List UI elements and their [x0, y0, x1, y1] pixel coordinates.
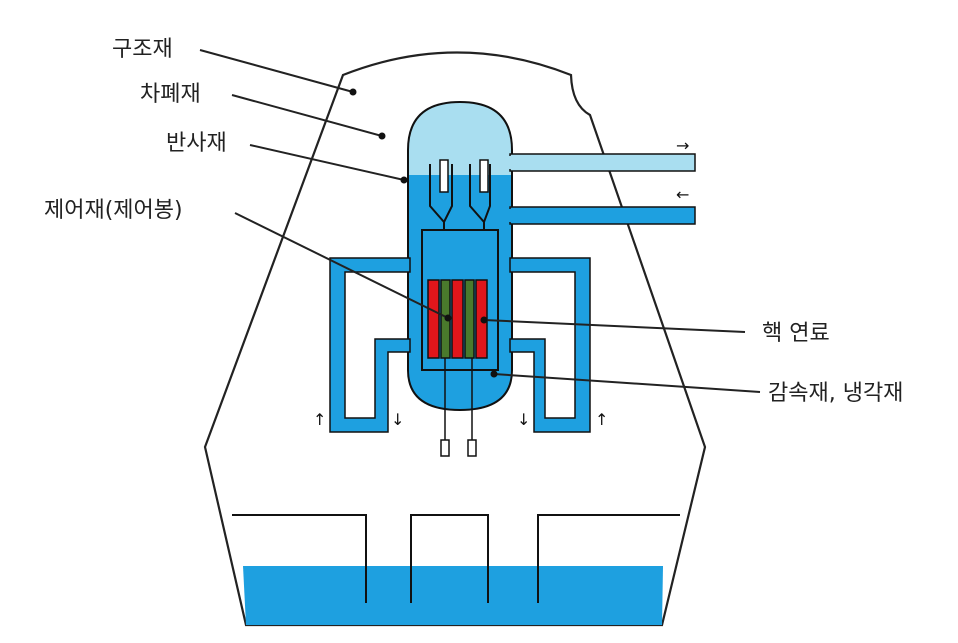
right-down-arrow-icon: ↓ [517, 410, 530, 429]
label-control: 제어재(제어봉) [44, 198, 183, 223]
label-fuel: 핵 연료 [762, 321, 830, 346]
core-barrel [421, 229, 499, 371]
label-reflector: 반사재 [166, 131, 227, 156]
inlet-arrow-icon: ← [676, 185, 689, 204]
right-coolant-loop [509, 257, 591, 433]
bottom-compartments [232, 514, 680, 603]
bottom-shafts [440, 358, 477, 457]
fuel-rods [427, 279, 488, 359]
left-coolant-loop [329, 257, 411, 433]
leader-lines [199, 49, 761, 393]
left-down-arrow-icon: ↓ [391, 410, 404, 429]
label-moderator: 감속재, 냉각재 [768, 381, 903, 406]
outlet-pipe [509, 153, 696, 172]
containment-outline [203, 51, 707, 627]
label-structure: 구조재 [112, 37, 173, 62]
vessel-steam-dome [408, 102, 512, 175]
inlet-pipe [509, 206, 696, 225]
right-up-arrow-icon: ↑ [595, 410, 608, 429]
outlet-arrow-icon: → [676, 136, 689, 155]
control-rod-drive [429, 159, 491, 230]
pool-water [243, 566, 663, 625]
label-shield: 차폐재 [140, 82, 201, 107]
left-up-arrow-icon: ↑ [313, 410, 326, 429]
vessel-outline [407, 100, 513, 412]
